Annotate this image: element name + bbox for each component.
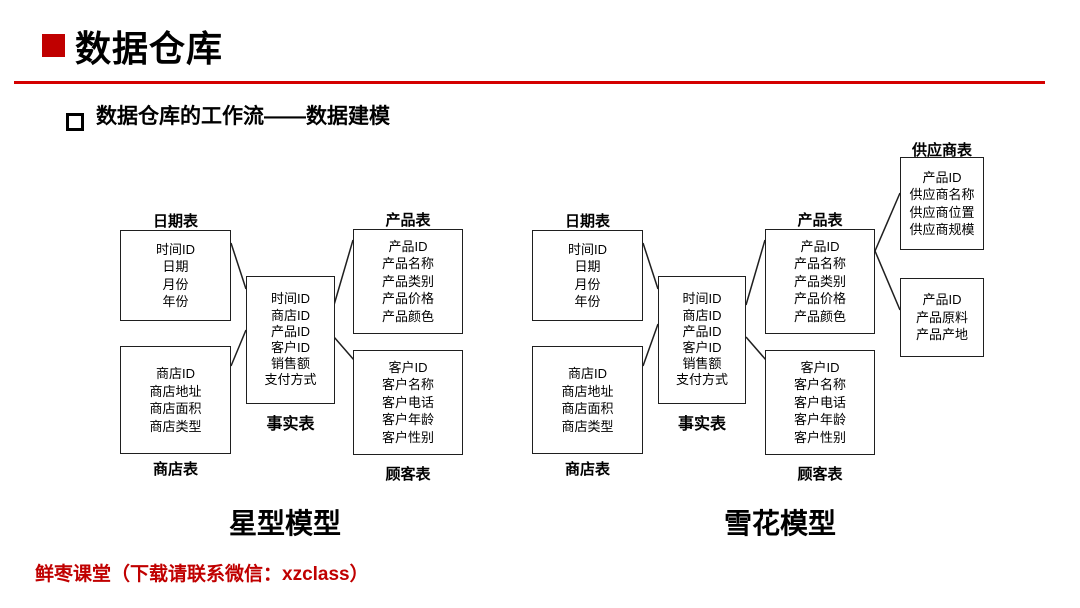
star-customer-table: 客户ID 客户名称 客户电话 客户年龄 客户性别 xyxy=(353,350,463,455)
star-model-caption: 星型模型 xyxy=(228,508,341,539)
table-field: 商店ID xyxy=(682,307,722,323)
table-field: 供应商规模 xyxy=(909,222,975,237)
table-field: 客户ID xyxy=(388,359,428,375)
star-product-table: 产品ID 产品名称 产品类别 产品价格 产品颜色 xyxy=(353,229,463,334)
table-field: 时间ID xyxy=(567,241,607,257)
connector-line xyxy=(745,336,767,361)
title-divider xyxy=(14,81,1045,84)
star-fact-table: 时间ID 商店ID 产品ID 客户ID 销售额 支付方式 xyxy=(246,276,335,404)
table-field: 产品产地 xyxy=(915,327,968,343)
table-field: 产品类别 xyxy=(381,273,434,289)
table-field: 商店地址 xyxy=(149,383,202,399)
table-field: 产品名称 xyxy=(381,256,434,272)
snowflake-date-table-label: 日期表 xyxy=(564,213,610,230)
snowflake-date-table: 时间ID 日期 月份 年份 xyxy=(532,230,643,321)
table-field: 商店类型 xyxy=(561,418,614,434)
table-field: 产品名称 xyxy=(793,256,846,272)
snowflake-product-table-label: 产品表 xyxy=(797,212,843,229)
subtitle: 数据仓库的工作流——数据建模 xyxy=(96,105,390,128)
connector-line xyxy=(745,239,766,306)
star-store-table: 商店ID 商店地址 商店面积 商店类型 xyxy=(120,346,231,454)
star-date-table: 时间ID 日期 月份 年份 xyxy=(120,230,231,321)
table-field: 供应商名称 xyxy=(909,187,975,202)
table-field: 客户名称 xyxy=(381,377,434,393)
connector-line xyxy=(230,242,247,290)
connector-line xyxy=(642,242,659,290)
table-field: 支付方式 xyxy=(675,372,728,388)
table-field: 客户电话 xyxy=(793,394,846,410)
table-field: 客户ID xyxy=(270,340,310,355)
footer-watermark: 鲜枣课堂（下载请联系微信：xzclass） xyxy=(35,564,369,585)
snowflake-model-caption: 雪花模型 xyxy=(723,508,836,539)
table-field: 客户性别 xyxy=(381,429,434,445)
star-store-table-label: 商店表 xyxy=(152,461,198,478)
table-field: 销售额 xyxy=(270,356,310,372)
table-field: 年份 xyxy=(574,294,601,309)
table-field: 产品颜色 xyxy=(793,308,846,324)
table-field: 产品ID xyxy=(682,323,722,339)
table-field: 月份 xyxy=(574,276,601,292)
star-fact-table-label: 事实表 xyxy=(266,416,315,433)
connector-line xyxy=(642,323,659,367)
snowflake-store-table-label: 商店表 xyxy=(564,461,610,478)
table-field: 年份 xyxy=(162,294,189,309)
connector-line xyxy=(874,250,901,311)
title-bullet-square-icon xyxy=(42,34,65,57)
star-product-table-label: 产品表 xyxy=(385,212,431,229)
connector-line xyxy=(230,329,247,367)
table-field: 时间ID xyxy=(270,291,310,307)
snowflake-product-table: 产品ID 产品名称 产品类别 产品价格 产品颜色 xyxy=(765,229,875,334)
table-field: 产品类别 xyxy=(793,273,846,289)
table-field: 客户性别 xyxy=(793,429,846,445)
table-field: 商店面积 xyxy=(561,401,614,416)
table-field: 商店ID xyxy=(270,307,310,323)
table-field: 客户ID xyxy=(682,340,722,355)
snowflake-customer-table-label: 顾客表 xyxy=(797,466,843,483)
table-field: 客户名称 xyxy=(793,377,846,393)
table-field: 商店ID xyxy=(567,366,607,381)
snowflake-product-detail-table: 产品ID 产品原料 产品产地 xyxy=(900,278,984,357)
table-field: 客户年龄 xyxy=(793,412,846,428)
star-customer-table-label: 顾客表 xyxy=(385,466,431,483)
connector-line xyxy=(874,192,901,252)
table-field: 时间ID xyxy=(155,241,195,257)
snowflake-customer-table: 客户ID 客户名称 客户电话 客户年龄 客户性别 xyxy=(765,350,875,455)
table-field: 支付方式 xyxy=(264,372,317,388)
page-title: 数据仓库 xyxy=(75,28,224,69)
snowflake-supplier-table-label: 供应商表 xyxy=(911,142,972,159)
table-field: 日期 xyxy=(574,259,601,274)
table-field: 产品原料 xyxy=(915,309,968,325)
snowflake-store-table: 商店ID 商店地址 商店面积 商店类型 xyxy=(532,346,643,454)
connector-line xyxy=(333,239,354,306)
table-field: 商店面积 xyxy=(149,401,202,416)
table-field: 产品ID xyxy=(922,169,962,185)
table-field: 客户ID xyxy=(800,359,840,375)
table-field: 产品价格 xyxy=(381,291,434,307)
subtitle-bullet-square-icon xyxy=(66,113,84,131)
table-field: 商店ID xyxy=(155,366,195,381)
table-field: 产品ID xyxy=(800,238,840,254)
snowflake-supplier-table: 产品ID 供应商名称 供应商位置 供应商规模 xyxy=(900,157,984,250)
table-field: 时间ID xyxy=(682,291,722,307)
connector-line xyxy=(333,336,355,361)
star-date-table-label: 日期表 xyxy=(152,213,198,230)
table-field: 销售额 xyxy=(682,356,722,372)
snowflake-fact-table-label: 事实表 xyxy=(677,416,726,433)
table-field: 产品颜色 xyxy=(381,308,434,324)
table-field: 商店地址 xyxy=(561,383,614,399)
table-field: 产品ID xyxy=(270,323,310,339)
table-field: 日期 xyxy=(162,259,189,274)
table-field: 商店类型 xyxy=(149,418,202,434)
snowflake-fact-table: 时间ID 商店ID 产品ID 客户ID 销售额 支付方式 xyxy=(658,276,746,404)
table-field: 产品ID xyxy=(388,238,428,254)
table-field: 产品ID xyxy=(922,292,962,308)
table-field: 产品价格 xyxy=(793,291,846,307)
table-field: 月份 xyxy=(162,276,189,292)
table-field: 供应商位置 xyxy=(909,204,975,220)
table-field: 客户电话 xyxy=(381,394,434,410)
table-field: 客户年龄 xyxy=(381,412,434,428)
